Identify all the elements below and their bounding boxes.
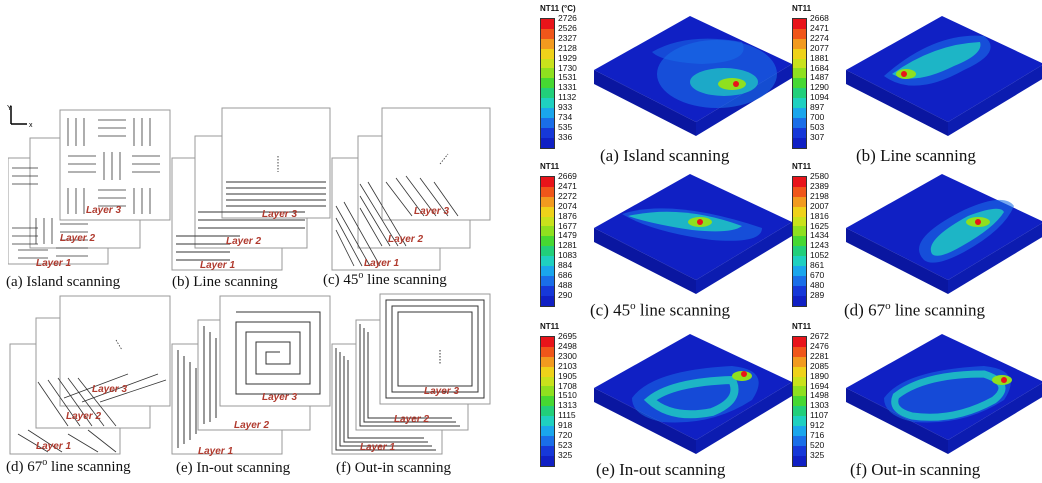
legend-title: NT11 (°C) [540,4,576,13]
temperature-field-panel: (a) Island scanning (b) Line scanning (c… [520,0,1042,483]
legend-title: NT11 [792,322,812,331]
legend-title: NT11 [792,162,812,171]
layer-2-label: Layer 2 [226,236,261,247]
caption-e: (e) In-out scanning [176,460,291,476]
line-scanning-diagram: Layer 3 Layer 2 Layer 1 [171,107,331,271]
rcaption-c: (c) 45o line scanning [590,300,731,320]
layer-2-label: Layer 2 [234,420,269,431]
layer-1-label: Layer 1 [198,446,233,457]
layer-3-label: Layer 3 [424,386,459,397]
axis-y-label: Y [7,105,12,112]
caption-d: (d) 67o line scanning [6,457,131,475]
layer-2-label: Layer 2 [60,233,95,244]
legend-title: NT11 [540,322,560,331]
legend-colorbar [540,18,555,149]
layer-1-label: Layer 1 [364,258,399,269]
line-45-scanning-diagram: Layer 3 Layer 2 Layer 1 [331,107,491,271]
in-out-scanning-diagram: Layer 3 Layer 2 Layer 1 [171,295,331,457]
legend-colorbar [540,176,555,307]
layer-2-label: Layer 2 [66,411,101,422]
caption-b: (b) Line scanning [172,274,278,290]
legend-colorbar [540,336,555,467]
layer-3-label: Layer 3 [262,209,297,220]
caption-a: (a) Island scanning [6,274,121,290]
slab-model [594,174,792,294]
layer-3-label: Layer 3 [414,206,449,217]
layer-3-label: Layer 3 [92,384,127,395]
legend-colorbar [792,18,807,149]
rcaption-e: (e) In-out scanning [596,460,726,479]
out-in-scanning-diagram: Layer 3 Layer 2 Layer 1 [331,293,491,455]
legend-colorbar [792,336,807,467]
slab-model [846,334,1042,454]
rcaption-a: (a) Island scanning [600,146,730,165]
legend-title: NT11 [792,4,812,13]
slab-model [594,16,792,136]
slab-model [594,334,792,454]
island-scanning-diagram: Layer 3 Layer 2 Layer 1 [8,109,171,269]
rcaption-b: (b) Line scanning [856,146,976,165]
layer-1-label: Layer 1 [36,441,71,452]
layer-1-label: Layer 1 [36,258,71,269]
layer-3-label: Layer 3 [262,392,297,403]
scanning-strategies-panel: Y x Layer 3 Layer 2 Layer 1 [0,0,500,483]
slab-model [846,16,1042,136]
rcaption-d: (d) 67o line scanning [844,300,985,320]
axis-indicator: Y x [7,105,33,129]
caption-c: (c) 45o line scanning [323,270,447,288]
layer-2-label: Layer 2 [394,414,429,425]
rcaption-f: (f) Out-in scanning [850,460,981,479]
layer-1-label: Layer 1 [200,260,235,271]
slab-model [846,174,1042,294]
layer-1-label: Layer 1 [360,442,395,453]
legend-title: NT11 [540,162,560,171]
line-67-scanning-diagram: Layer 3 Layer 2 Layer 1 [9,295,171,455]
axis-x-label: x [29,122,33,129]
legend-colorbar [792,176,807,307]
caption-f: (f) Out-in scanning [336,460,451,476]
layer-3-label: Layer 3 [86,205,121,216]
layer-2-label: Layer 2 [388,234,423,245]
